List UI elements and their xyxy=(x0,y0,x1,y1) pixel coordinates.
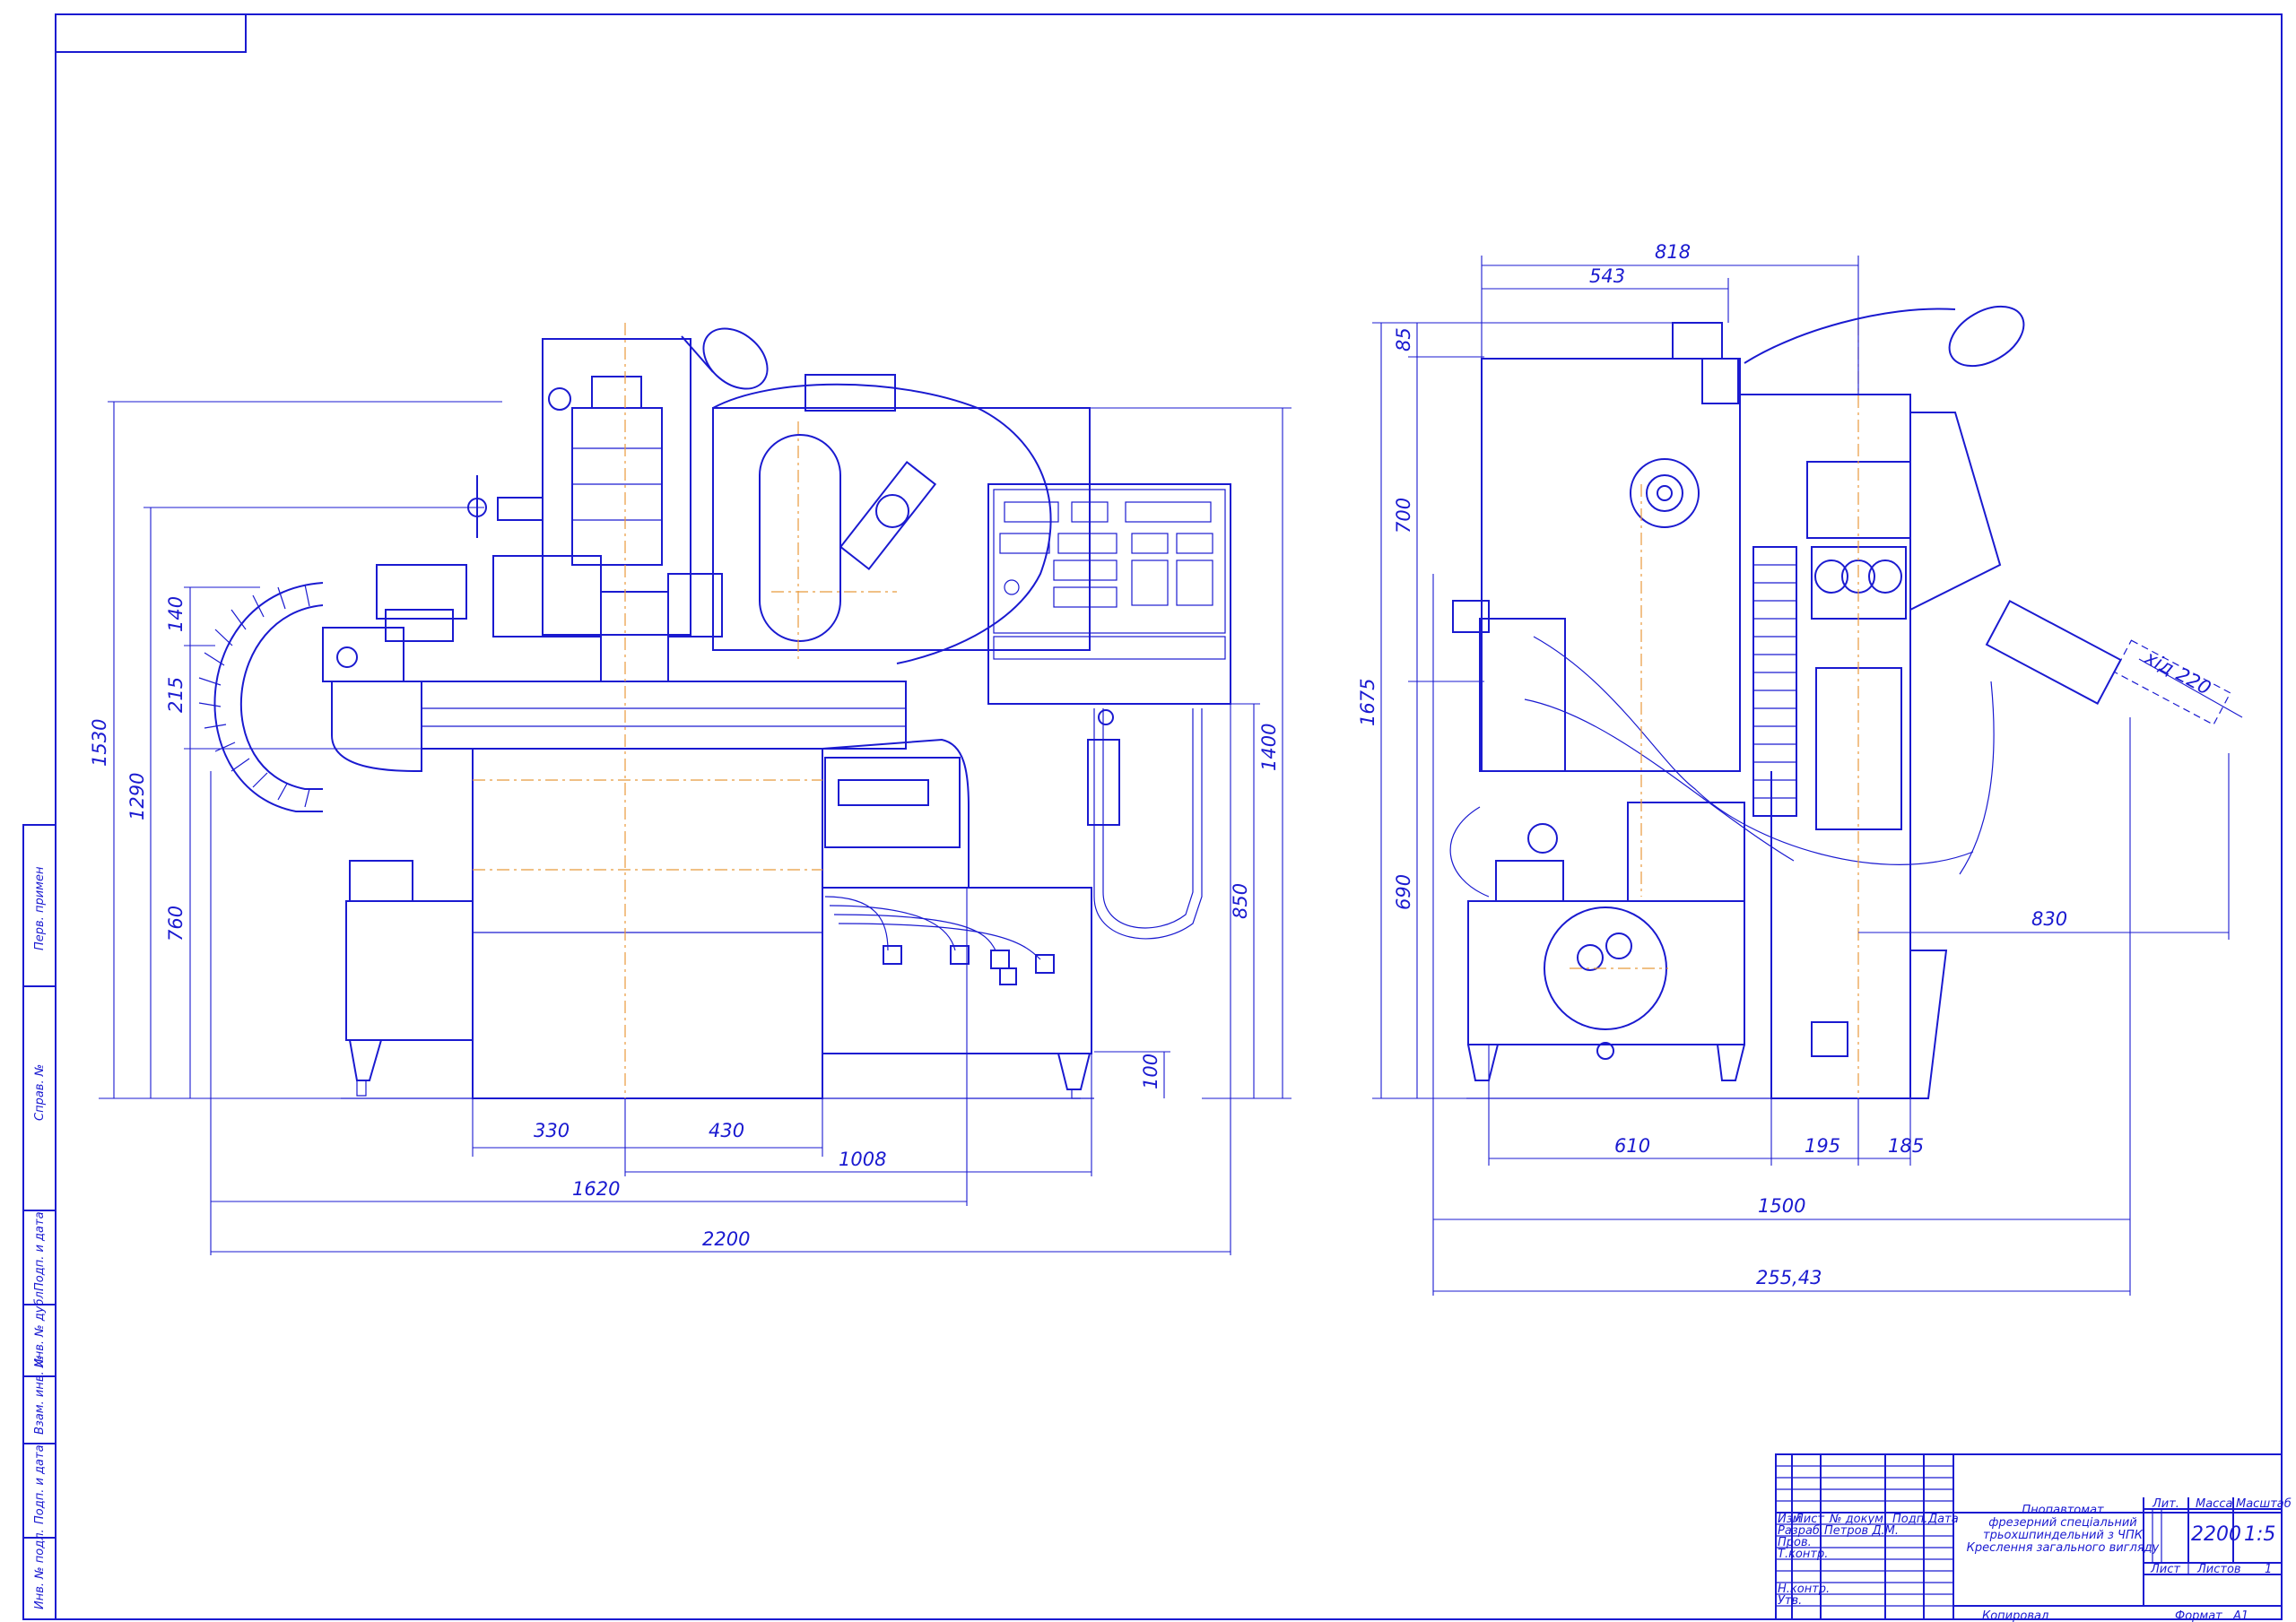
dim-1400: 1400 xyxy=(1258,724,1280,771)
row-nkontr: Н.контр. xyxy=(1778,1583,1830,1596)
front-dimensions: 330 430 1008 1620 2200 1530 1290 760 140… xyxy=(89,401,1292,1255)
title-line-1: Пнопавтомат xyxy=(2022,1504,2104,1517)
dim-610: 610 xyxy=(1614,1135,1650,1157)
scale-value: 1:5 xyxy=(2244,1523,2275,1546)
dim-760: 760 xyxy=(165,906,187,941)
dim-1008: 1008 xyxy=(839,1149,886,1170)
stamp-label-podp1: Подп. и дата xyxy=(33,1211,47,1291)
title-line-2: фрезерний спеціальний xyxy=(1988,1516,2137,1530)
sheet-label: Лист xyxy=(2150,1563,2180,1576)
dim-185: 185 xyxy=(1888,1135,1924,1157)
col-izm: Изм xyxy=(1778,1513,1802,1526)
title-line-3: трьохшпиндельний з ЧПК xyxy=(1983,1529,2144,1542)
lit-label: Лит. xyxy=(2152,1497,2179,1511)
copied-label: Копировал xyxy=(1982,1609,2048,1622)
row-tkontr: Т.контр. xyxy=(1778,1548,1828,1561)
side-view xyxy=(1449,305,2231,1099)
row-utv: Утв. xyxy=(1778,1594,1802,1608)
stamp-label-perv: Перв. примен xyxy=(33,866,47,950)
dim-1500: 1500 xyxy=(1758,1195,1805,1217)
dim-195: 195 xyxy=(1805,1135,1840,1157)
dim-140: 140 xyxy=(165,596,187,632)
side-stamp: Перв. примен Справ. № Подп. и дата Инв. … xyxy=(22,824,57,1620)
dim-1530: 1530 xyxy=(89,719,110,767)
dim-690: 690 xyxy=(1393,874,1414,910)
stamp-label-vzam: Взам. инв. № xyxy=(33,1356,47,1435)
dim-850: 850 xyxy=(1230,883,1251,919)
row-prov: Пров. xyxy=(1778,1536,1812,1549)
dim-700: 700 xyxy=(1393,498,1414,533)
dim-818: 818 xyxy=(1655,241,1691,263)
dim-430: 430 xyxy=(709,1120,744,1141)
stamp-label-dubl: Инв. № дубл. xyxy=(33,1288,47,1367)
sheets-label: Листов xyxy=(2196,1563,2241,1576)
title-block: Изм Лист № докум. Подп. Дата Разраб. Пет… xyxy=(1775,1453,2292,1622)
side-dimensions: 818 543 85 700 1675 690 610 195 185 1500… xyxy=(1357,241,2243,1296)
dim-1675: 1675 xyxy=(1357,679,1378,726)
mass-value: 2200 xyxy=(2191,1523,2241,1546)
dim-85: 85 xyxy=(1393,327,1414,351)
col-doc: № докум. xyxy=(1829,1513,1887,1526)
stamp-label-podp2: Подп. и дата xyxy=(33,1444,47,1524)
dim-330: 330 xyxy=(534,1120,570,1141)
col-sign: Подп. xyxy=(1892,1513,1927,1526)
col-list: Лист xyxy=(1794,1513,1824,1526)
format-value: А1 xyxy=(2232,1609,2248,1622)
format-label: Формат xyxy=(2175,1609,2222,1622)
title-line-4: Креслення загального вигляду xyxy=(1967,1541,2160,1555)
dim-1290: 1290 xyxy=(126,773,148,820)
dim-stroke-220: хід 220 xyxy=(2141,646,2214,699)
dim-2200: 2200 xyxy=(702,1228,750,1250)
front-view xyxy=(198,323,1231,1099)
dim-215: 215 xyxy=(165,677,187,713)
row-razrab: Разраб. xyxy=(1778,1524,1823,1538)
col-date: Дата xyxy=(1927,1513,1959,1526)
mass-label: Масса xyxy=(2196,1497,2232,1511)
drawing-frame xyxy=(55,13,2283,1620)
dim-100: 100 xyxy=(1140,1054,1161,1089)
stamp-label-sprav: Справ. № xyxy=(33,1064,47,1121)
dim-255-43: 255,43 xyxy=(1756,1267,1822,1288)
stamp-label-podl: Инв. № подл. xyxy=(33,1529,47,1609)
sheets-value: 1 xyxy=(2265,1563,2272,1576)
dim-1620: 1620 xyxy=(572,1178,620,1200)
row-razrab-name: Петров Д.М. xyxy=(1824,1524,1899,1538)
dim-830: 830 xyxy=(2031,908,2067,930)
dim-543: 543 xyxy=(1589,265,1625,287)
scale-label: Масштаб xyxy=(2236,1497,2292,1511)
